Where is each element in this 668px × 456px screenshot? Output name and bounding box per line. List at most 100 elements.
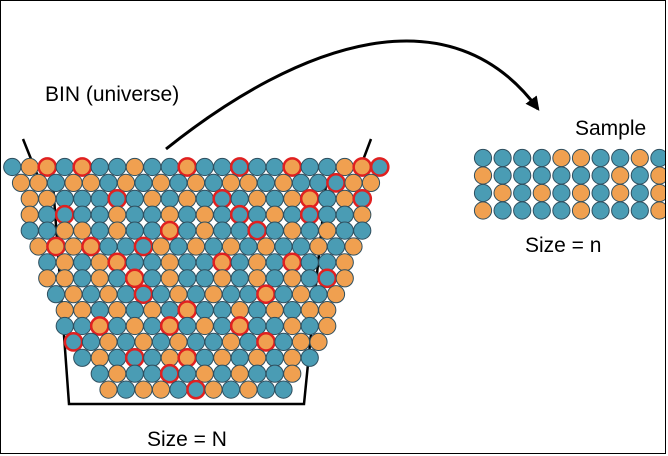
blue-ball xyxy=(205,174,222,191)
orange-ball xyxy=(651,167,666,184)
orange-ball xyxy=(152,174,169,191)
blue-ball xyxy=(196,158,213,175)
orange-ball xyxy=(266,206,283,223)
orange-ball xyxy=(126,158,143,175)
blue-ball xyxy=(56,158,73,175)
red-outlined-ball xyxy=(135,286,152,303)
blue-ball xyxy=(292,174,309,191)
orange-ball xyxy=(21,206,38,223)
blue-ball xyxy=(170,381,187,398)
orange-ball xyxy=(319,317,336,334)
orange-ball xyxy=(100,381,117,398)
blue-ball xyxy=(21,222,38,239)
red-outlined-ball xyxy=(354,190,371,207)
blue-ball xyxy=(109,349,126,366)
orange-ball xyxy=(301,302,318,319)
blue-ball xyxy=(91,190,108,207)
blue-ball xyxy=(275,333,292,350)
blue-ball xyxy=(4,158,21,175)
orange-ball xyxy=(354,206,371,223)
red-outlined-ball xyxy=(179,349,196,366)
blue-ball xyxy=(56,190,73,207)
orange-ball xyxy=(284,270,301,287)
blue-ball xyxy=(249,302,266,319)
orange-ball xyxy=(651,202,666,219)
blue-ball xyxy=(514,149,531,166)
blue-ball xyxy=(494,167,511,184)
blue-ball xyxy=(631,184,648,201)
blue-ball xyxy=(117,286,134,303)
orange-ball xyxy=(474,167,491,184)
blue-ball xyxy=(91,302,108,319)
blue-ball xyxy=(187,333,204,350)
blue-ball xyxy=(126,302,143,319)
blue-ball xyxy=(47,174,64,191)
blue-ball xyxy=(336,222,353,239)
orange-ball xyxy=(319,302,336,319)
orange-ball xyxy=(345,238,362,255)
orange-ball xyxy=(82,174,99,191)
blue-ball xyxy=(214,206,231,223)
orange-ball xyxy=(187,238,204,255)
blue-ball xyxy=(82,286,99,303)
blue-ball xyxy=(196,190,213,207)
blue-ball xyxy=(161,158,178,175)
blue-ball xyxy=(179,317,196,334)
orange-ball xyxy=(126,317,143,334)
blue-ball xyxy=(74,349,91,366)
blue-ball xyxy=(240,286,257,303)
blue-ball xyxy=(56,317,73,334)
orange-ball xyxy=(612,167,629,184)
blue-ball xyxy=(152,333,169,350)
orange-ball xyxy=(631,149,648,166)
orange-ball xyxy=(196,365,213,382)
blue-ball xyxy=(336,206,353,223)
blue-ball xyxy=(257,381,274,398)
orange-ball xyxy=(231,365,248,382)
red-outlined-ball xyxy=(47,238,64,255)
red-outlined-ball xyxy=(161,365,178,382)
orange-ball xyxy=(572,202,589,219)
orange-ball xyxy=(572,184,589,201)
orange-ball xyxy=(205,381,222,398)
orange-ball xyxy=(100,333,117,350)
sample-label: Sample xyxy=(575,117,646,140)
orange-ball xyxy=(572,149,589,166)
blue-ball xyxy=(74,190,91,207)
orange-ball xyxy=(249,254,266,271)
orange-ball xyxy=(231,302,248,319)
orange-ball xyxy=(240,381,257,398)
blue-ball xyxy=(301,317,318,334)
orange-ball xyxy=(336,190,353,207)
blue-ball xyxy=(144,317,161,334)
orange-ball xyxy=(474,202,491,219)
orange-ball xyxy=(65,238,82,255)
orange-ball xyxy=(109,206,126,223)
red-outlined-ball xyxy=(161,317,178,334)
blue-ball xyxy=(514,167,531,184)
orange-ball xyxy=(249,270,266,287)
orange-ball xyxy=(74,222,91,239)
orange-ball xyxy=(284,349,301,366)
blue-ball xyxy=(179,365,196,382)
red-outlined-ball xyxy=(257,333,274,350)
orange-ball xyxy=(91,254,108,271)
blue-ball xyxy=(301,222,318,239)
orange-ball xyxy=(100,286,117,303)
orange-ball xyxy=(240,174,257,191)
orange-ball xyxy=(65,286,82,303)
orange-ball xyxy=(161,349,178,366)
orange-ball xyxy=(612,184,629,201)
blue-ball xyxy=(249,158,266,175)
blue-ball xyxy=(319,254,336,271)
orange-ball xyxy=(39,270,56,287)
blue-ball xyxy=(553,167,570,184)
red-outlined-ball xyxy=(327,174,344,191)
red-outlined-ball xyxy=(214,254,231,271)
blue-ball xyxy=(553,202,570,219)
orange-ball xyxy=(109,222,126,239)
blue-ball xyxy=(533,149,550,166)
orange-ball xyxy=(494,184,511,201)
orange-ball xyxy=(187,174,204,191)
blue-ball xyxy=(301,349,318,366)
